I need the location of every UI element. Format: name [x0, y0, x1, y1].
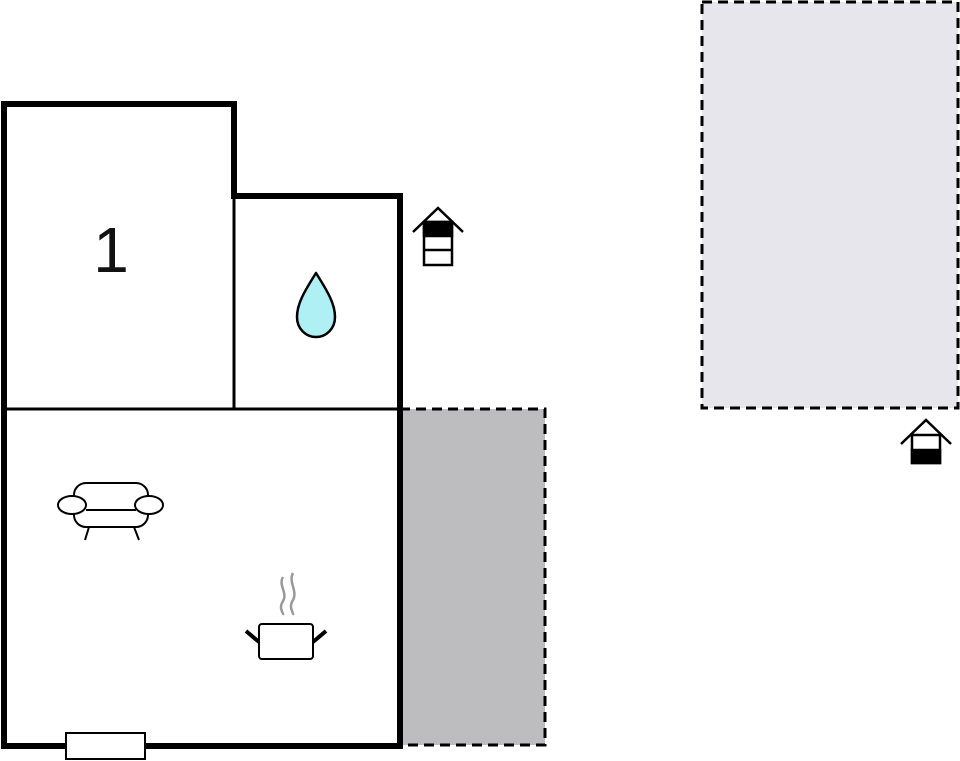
window-icon [65, 732, 146, 760]
water-drop-icon [295, 271, 337, 339]
room-1-label: 1 [93, 214, 129, 286]
single-bed-house-icon [900, 418, 952, 465]
cooking-pot-icon [244, 572, 328, 660]
bunk-bed-house-icon [412, 206, 464, 267]
house-outer-walls [1, 101, 403, 749]
terrace-area [398, 407, 547, 747]
garden-area [700, 0, 960, 410]
sofa-icon [57, 482, 164, 541]
